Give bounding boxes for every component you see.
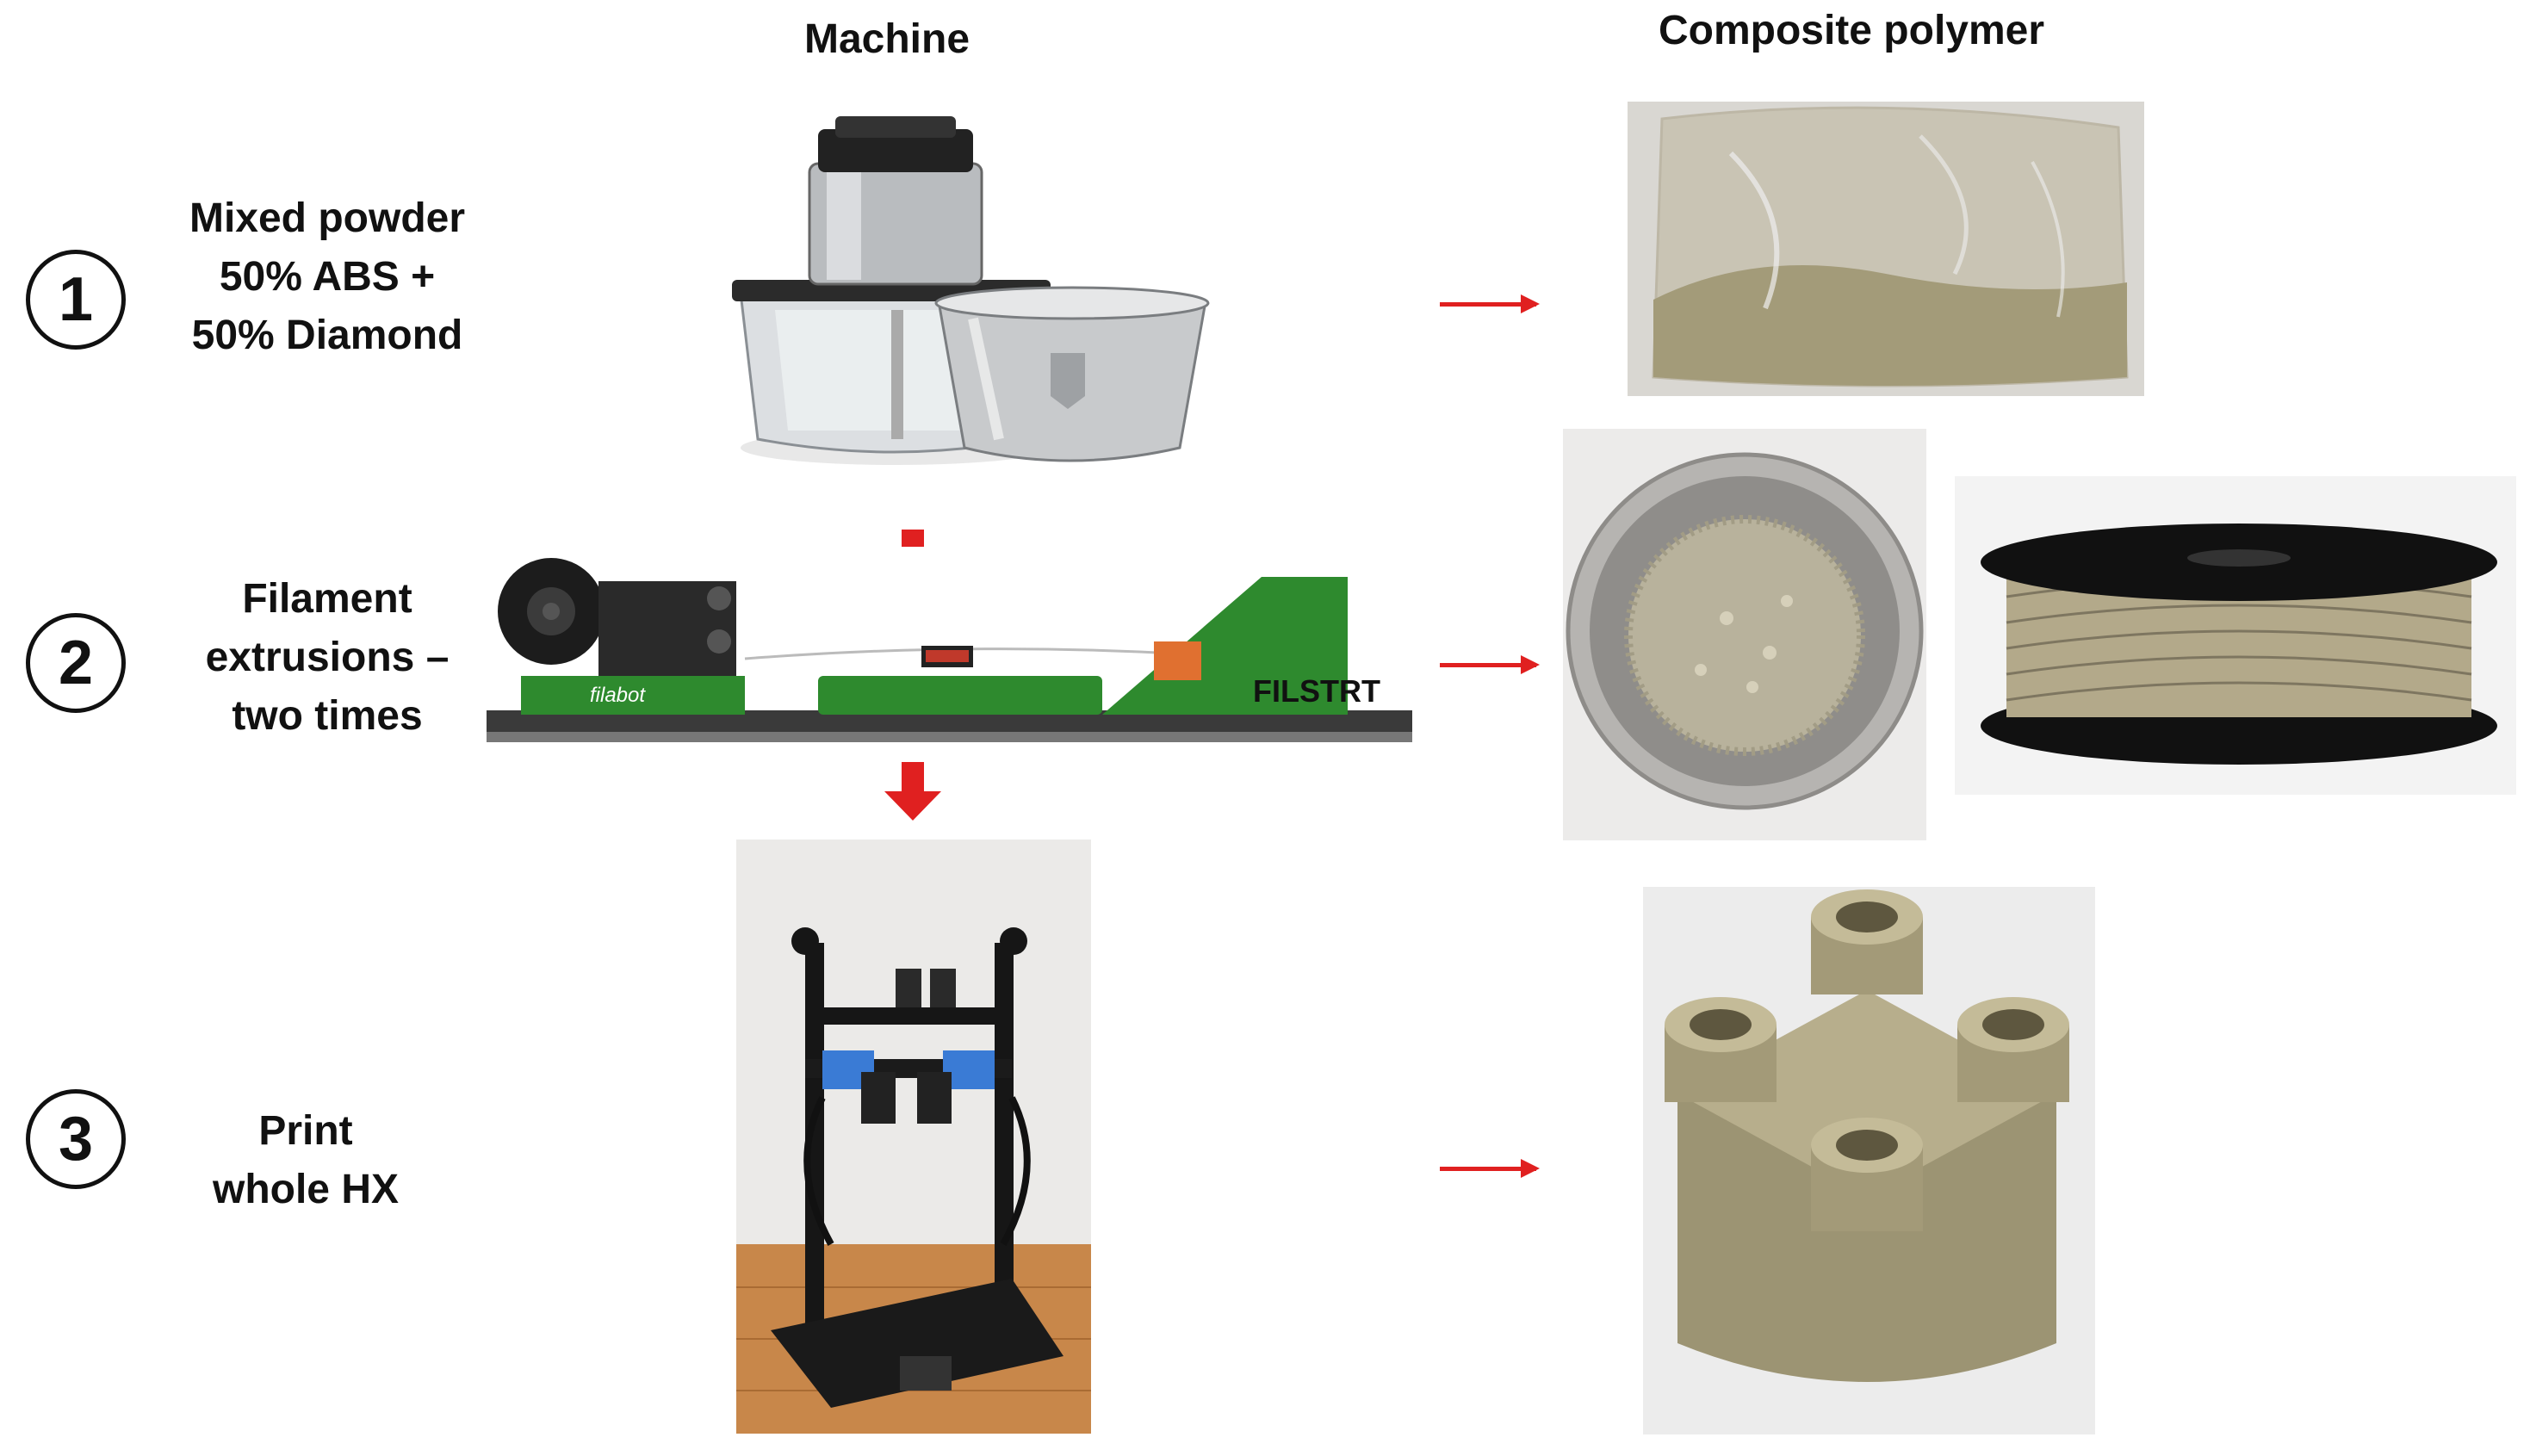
step-1-number: 1 xyxy=(26,250,126,350)
step-1-line-2: 50% ABS + xyxy=(219,254,436,300)
step-2-number: 2 xyxy=(26,613,126,713)
step-2-line-2: extrusions – xyxy=(205,635,450,680)
step-2-line-1: Filament xyxy=(242,576,412,622)
arrow-to-powder xyxy=(1440,294,1540,313)
step-3-label: Print whole HX xyxy=(133,1102,478,1219)
down-arrow-2 xyxy=(884,762,941,821)
step-1-label: Mixed powder 50% ABS + 50% Diamond xyxy=(155,189,499,365)
printed-hx-photo xyxy=(1643,887,2095,1434)
step-3-number: 3 xyxy=(26,1089,126,1189)
step-2-label: Filament extrusions – two times xyxy=(155,570,499,746)
powder-bag-photo xyxy=(1628,102,2144,396)
filament-extruder-photo: filabot FILSTRT xyxy=(487,547,1417,753)
step-3-line-2: whole HX xyxy=(212,1167,400,1212)
pellets-bowl-photo xyxy=(1563,429,1926,840)
step-3-line-1: Print xyxy=(258,1108,353,1154)
filabot-brand-text: filabot xyxy=(590,684,646,707)
3d-printer-photo xyxy=(736,840,1091,1434)
filament-spool-photo xyxy=(1955,476,2516,795)
step-1-line-1: Mixed powder xyxy=(189,195,466,241)
filabot-sign-text: FILSTRT xyxy=(1253,673,1380,709)
machine-header: Machine xyxy=(803,16,970,62)
arrow-to-filament xyxy=(1440,655,1540,674)
composite-polymer-header: Composite polymer xyxy=(1658,8,2045,53)
mixer-photo xyxy=(732,116,1210,465)
step-1-line-3: 50% Diamond xyxy=(191,313,463,358)
step-2-line-3: two times xyxy=(232,693,423,739)
arrow-to-print xyxy=(1440,1159,1540,1178)
